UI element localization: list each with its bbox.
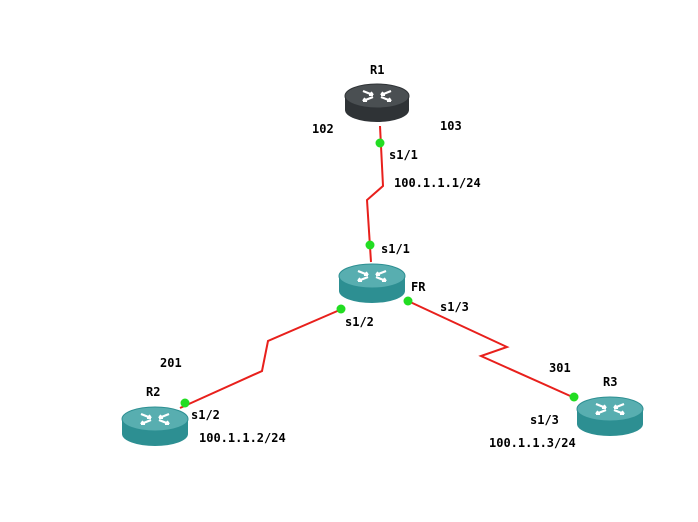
port-dot-icon[interactable] (569, 392, 579, 402)
port-label: s1/2 (191, 408, 220, 422)
port-dot-icon[interactable] (180, 398, 190, 408)
dlci-label: 201 (160, 356, 182, 370)
router-r3[interactable] (576, 396, 644, 436)
link-r1-fr (365, 125, 385, 263)
port-label: s1/2 (345, 315, 374, 329)
port-dot-icon[interactable] (336, 304, 346, 314)
port-label: s1/3 (530, 413, 559, 427)
ip-label: 100.1.1.1/24 (394, 176, 481, 190)
port-label: s1/1 (389, 148, 418, 162)
router-label-r3: R3 (603, 375, 617, 389)
router-label-r2: R2 (146, 385, 160, 399)
dlci-label: 301 (549, 361, 571, 375)
router-r1[interactable] (344, 83, 410, 122)
ip-label: 100.1.1.2/24 (199, 431, 286, 445)
link-fr-r2 (179, 308, 343, 409)
ip-label: 100.1.1.3/24 (489, 436, 576, 450)
port-dot-icon[interactable] (403, 296, 413, 306)
port-label: s1/3 (440, 300, 469, 314)
router-label-fr: FR (411, 280, 426, 294)
router-r2[interactable] (121, 406, 189, 446)
port-label: s1/1 (381, 242, 410, 256)
dlci-label: 102 (312, 122, 334, 136)
router-label-r1: R1 (370, 63, 384, 77)
port-dot-icon[interactable] (375, 138, 385, 148)
port-dot-icon[interactable] (365, 240, 375, 250)
dlci-label: 103 (440, 119, 462, 133)
router-fr[interactable] (338, 263, 406, 303)
link-fr-r3 (407, 300, 578, 400)
